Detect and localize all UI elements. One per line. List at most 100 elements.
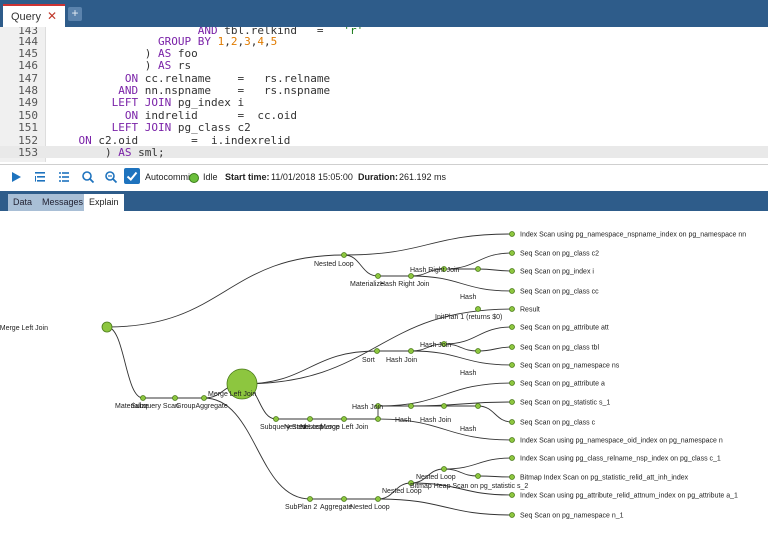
code-line[interactable]: 153 ) AS sml; bbox=[0, 146, 768, 159]
plan-leaf-node[interactable] bbox=[509, 399, 515, 405]
plan-node[interactable] bbox=[408, 348, 414, 354]
plan-node[interactable] bbox=[408, 403, 414, 409]
plan-node[interactable] bbox=[140, 395, 146, 401]
plan-leaf-node[interactable] bbox=[509, 288, 515, 294]
code-line[interactable]: 146 ) AS rs bbox=[0, 59, 768, 72]
plan-leaf-label: Seq Scan on pg_index i bbox=[520, 269, 594, 276]
plan-node[interactable] bbox=[273, 416, 279, 422]
plan-leaf-node[interactable] bbox=[509, 455, 515, 461]
plan-node[interactable] bbox=[172, 395, 178, 401]
plan-node-label: Nested Loop bbox=[382, 488, 422, 495]
code-line[interactable]: 152 ON c2.oid = i.indexrelid bbox=[0, 134, 768, 147]
find-button[interactable] bbox=[79, 168, 97, 186]
tab-data[interactable]: Data bbox=[8, 194, 38, 211]
plan-leaf-node[interactable] bbox=[509, 306, 515, 312]
play-icon bbox=[12, 172, 21, 182]
plan-leaf-node[interactable] bbox=[509, 344, 515, 350]
plan-node[interactable] bbox=[375, 273, 381, 279]
plan-leaf-node[interactable] bbox=[509, 231, 515, 237]
plan-node-label: Aggregate bbox=[320, 504, 352, 511]
code-text: ) AS sml; bbox=[52, 146, 165, 159]
code-line[interactable]: 143 AND tbl.relkind = 'r' bbox=[0, 27, 768, 37]
code-line[interactable]: 148 AND nn.nspname = rs.nspname bbox=[0, 84, 768, 97]
sql-editor[interactable]: 143 AND tbl.relkind = 'r'144 GROUP BY 1,… bbox=[0, 27, 768, 162]
code-text: GROUP BY 1,2,3,4,5 bbox=[157, 35, 278, 48]
tab-explain[interactable]: Explain bbox=[84, 194, 124, 211]
explain-analyze-button[interactable] bbox=[55, 168, 73, 186]
plan-node[interactable] bbox=[226, 368, 258, 400]
line-number: 151 bbox=[18, 121, 38, 134]
code-line[interactable]: 145 ) AS foo bbox=[0, 47, 768, 60]
plan-leaf-node[interactable] bbox=[509, 362, 515, 368]
plan-node-label: Hash Join bbox=[420, 342, 451, 349]
plan-node[interactable] bbox=[375, 416, 381, 422]
line-number: 152 bbox=[18, 134, 38, 147]
plan-node[interactable] bbox=[441, 466, 447, 472]
list-icon bbox=[59, 172, 69, 182]
plan-leaf-node[interactable] bbox=[509, 474, 515, 480]
plan-node[interactable] bbox=[408, 273, 414, 279]
line-number: 150 bbox=[18, 109, 38, 122]
plan-node[interactable] bbox=[201, 395, 207, 401]
find-replace-button[interactable] bbox=[102, 168, 120, 186]
plan-node[interactable] bbox=[341, 496, 347, 502]
plan-node[interactable] bbox=[475, 473, 481, 479]
plan-node[interactable] bbox=[475, 348, 481, 354]
plan-leaf-node[interactable] bbox=[509, 512, 515, 518]
add-tab-button[interactable]: + bbox=[68, 7, 82, 21]
execute-button[interactable] bbox=[7, 168, 25, 186]
plan-node[interactable] bbox=[441, 266, 447, 272]
plan-edge bbox=[343, 233, 513, 256]
plan-node[interactable] bbox=[341, 252, 347, 258]
close-icon[interactable]: ✕ bbox=[47, 9, 58, 23]
plan-node[interactable] bbox=[307, 416, 313, 422]
start-time-label: Start time: bbox=[225, 172, 270, 182]
plan-node[interactable] bbox=[441, 341, 447, 347]
plan-node[interactable] bbox=[475, 306, 481, 312]
plan-node[interactable] bbox=[375, 403, 381, 409]
code-line[interactable]: 147 ON cc.relname = rs.relname bbox=[0, 72, 768, 85]
plan-node-label: Subquery Scan bbox=[260, 424, 308, 431]
plan-node[interactable] bbox=[101, 321, 113, 333]
plan-node[interactable] bbox=[408, 480, 414, 486]
code-line[interactable]: 144 GROUP BY 1,2,3,4,5 bbox=[0, 35, 768, 48]
plan-edge bbox=[477, 475, 513, 478]
plan-leaf-node[interactable] bbox=[509, 324, 515, 330]
code-line[interactable]: 149 LEFT JOIN pg_index i bbox=[0, 96, 768, 109]
plan-node-label: Merge Left Join bbox=[208, 391, 256, 398]
query-tab-label: Query bbox=[11, 11, 41, 23]
line-number: 153 bbox=[18, 146, 38, 159]
line-number: 149 bbox=[18, 96, 38, 109]
autocommit-checkbox[interactable] bbox=[124, 168, 140, 184]
plan-node[interactable] bbox=[374, 348, 380, 354]
result-tab-bar: Data Messages Explain bbox=[0, 191, 768, 211]
plan-node-label: Hash bbox=[460, 294, 476, 301]
code-line[interactable]: 150 ON indrelid = cc.oid bbox=[0, 109, 768, 122]
plan-node-label: SubPlan 2 bbox=[285, 504, 317, 511]
search-icon bbox=[82, 171, 95, 184]
query-toolbar: Autocommit Idle Start time: 11/01/2018 1… bbox=[0, 164, 768, 189]
plan-leaf-node[interactable] bbox=[509, 268, 515, 274]
find-replace-icon bbox=[105, 171, 118, 184]
plan-edge bbox=[443, 326, 513, 345]
plan-node[interactable] bbox=[475, 266, 481, 272]
code-text: ON c2.oid = i.indexrelid bbox=[78, 134, 291, 147]
code-line[interactable]: 151 LEFT JOIN pg_class c2 bbox=[0, 121, 768, 134]
tab-messages[interactable]: Messages bbox=[37, 194, 89, 211]
plan-node[interactable] bbox=[475, 403, 481, 409]
plan-node[interactable] bbox=[441, 403, 447, 409]
plan-leaf-node[interactable] bbox=[509, 492, 515, 498]
plan-leaf-node[interactable] bbox=[509, 250, 515, 256]
plan-node-label: Merge Left Join bbox=[0, 325, 48, 332]
plan-leaf-node[interactable] bbox=[509, 380, 515, 386]
query-tab[interactable]: Query ✕ bbox=[3, 4, 65, 27]
plan-edge bbox=[377, 482, 412, 500]
plan-node[interactable] bbox=[307, 496, 313, 502]
explain-button[interactable] bbox=[31, 168, 49, 186]
plan-edge bbox=[410, 482, 513, 496]
plan-node[interactable] bbox=[341, 416, 347, 422]
plan-node[interactable] bbox=[375, 496, 381, 502]
plan-leaf-node[interactable] bbox=[509, 419, 515, 425]
plan-leaf-node[interactable] bbox=[509, 437, 515, 443]
